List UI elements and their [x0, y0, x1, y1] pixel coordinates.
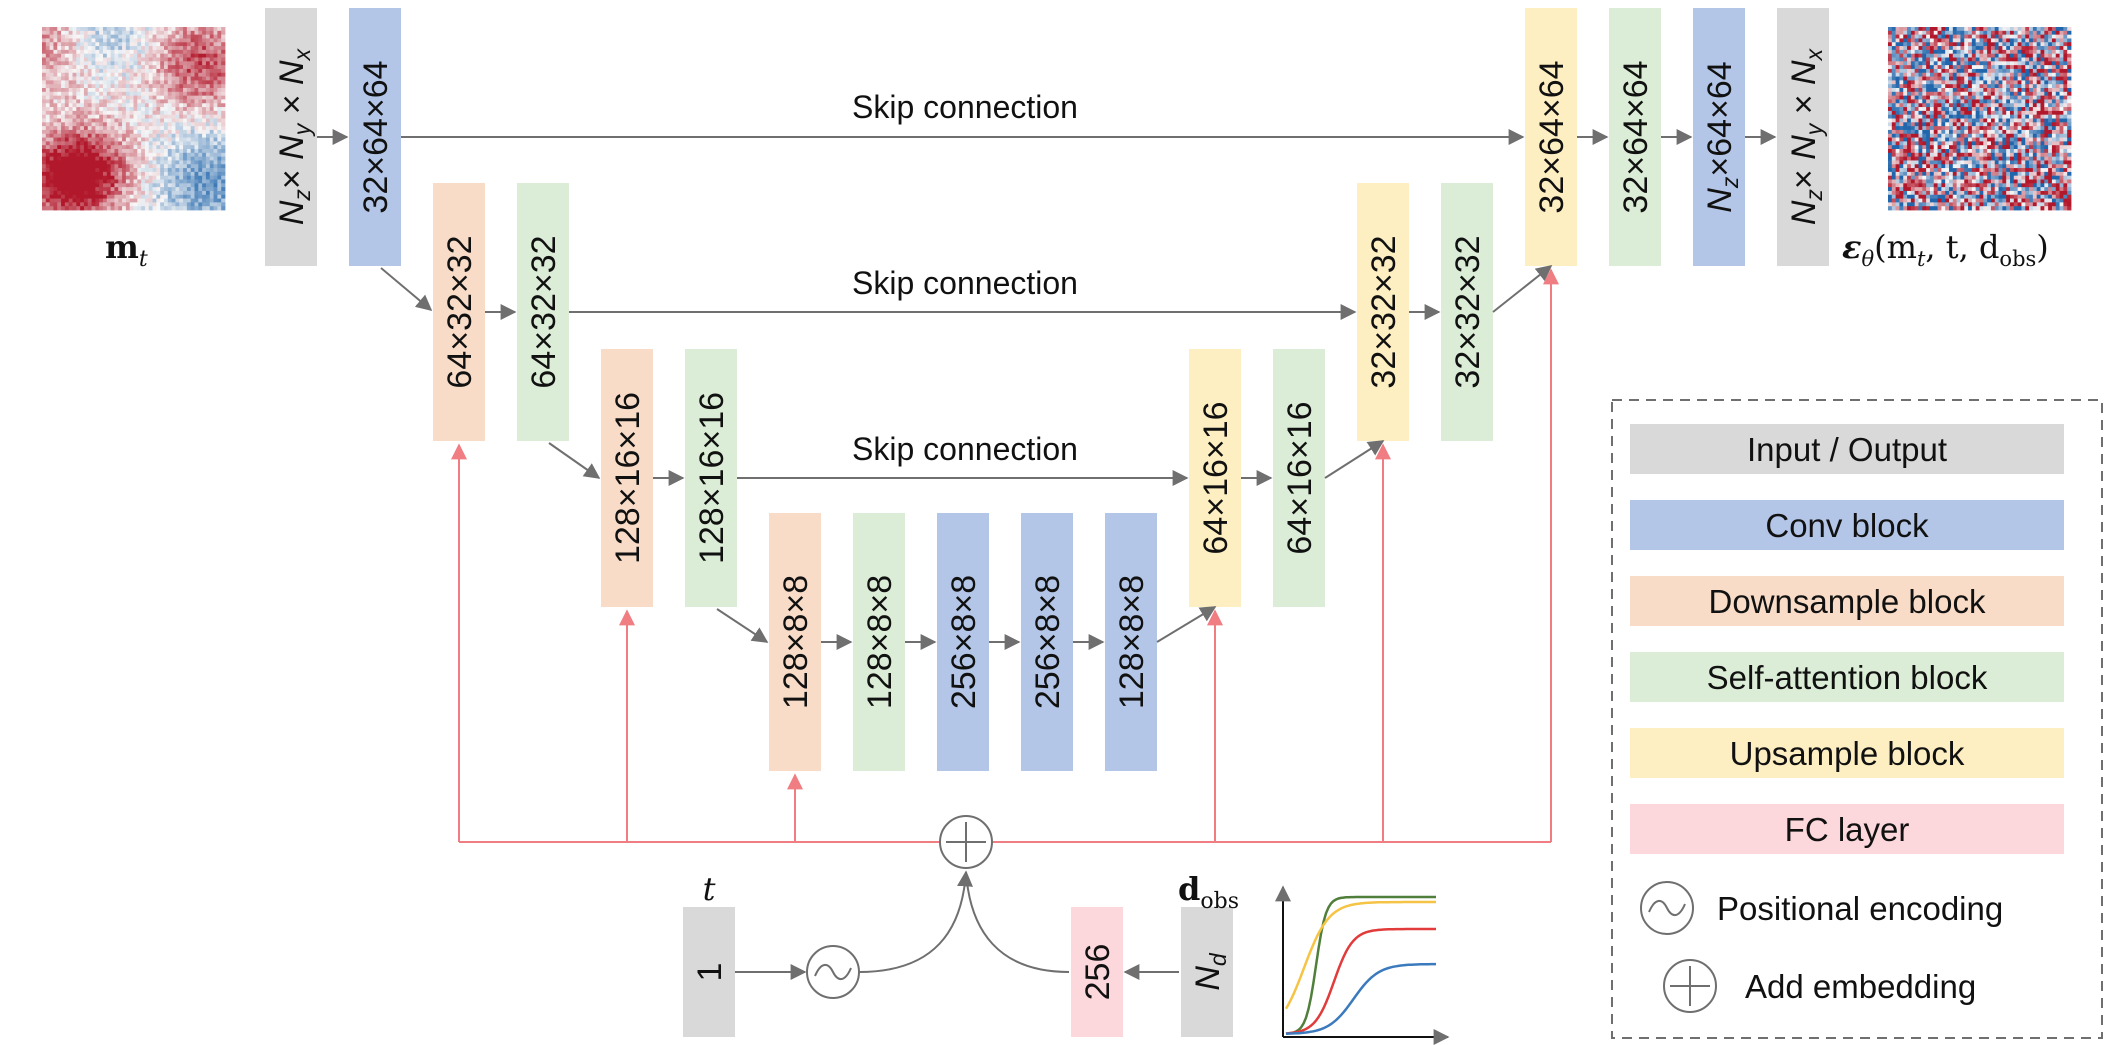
input-label: mt: [105, 228, 148, 272]
input-field-image: [42, 27, 226, 211]
skip-connection-label-1: Skip connection: [852, 89, 1078, 125]
attention-1-label: 64×32×32: [525, 235, 563, 388]
upsample-block-2: [1357, 183, 1409, 441]
self-attention-block-1: [517, 183, 569, 441]
mid-conv-block-1: [937, 513, 989, 771]
mid-conv-1-label: 256×8×8: [945, 575, 983, 709]
output-dims-label: Nz× Ny × Nx: [1785, 47, 1827, 225]
legend-swatch-fc: [1630, 804, 2064, 854]
time-label: t: [703, 870, 716, 908]
observation-curve: [1284, 900, 1436, 1010]
observation-curve: [1285, 927, 1436, 1035]
data-flow-arrows: [317, 129, 1777, 980]
positional-encoding-node: [806, 945, 860, 999]
legend-swatch-self-attention: [1630, 652, 2064, 702]
observation-curve: [1285, 962, 1436, 1035]
downsample-block-3: [769, 513, 821, 771]
mid-conv-3-label: 128×8×8: [1113, 575, 1151, 709]
decoder-attention-block-1: [1609, 8, 1661, 266]
legend-label-upsample: Upsample block: [1730, 735, 1965, 772]
downsample-block-1: [433, 183, 485, 441]
downsample-3-label: 128×8×8: [777, 575, 815, 709]
legend-swatch-downsample: [1630, 576, 2064, 626]
upsample-block-3: [1189, 349, 1241, 607]
decoder-attention-1-label: 32×64×64: [1617, 60, 1655, 213]
skip-connection-label-3: Skip connection: [852, 431, 1078, 467]
legend-label-downsample: Downsample block: [1709, 583, 1986, 620]
legend-label-self-attention: Self-attention block: [1707, 659, 1988, 696]
output-block: [1777, 8, 1829, 266]
self-attention-block-3: [853, 513, 905, 771]
decoder-attention-block-2: [1441, 183, 1493, 441]
decoder-attention-block-3: [1273, 349, 1325, 607]
output-conv-label: Nz×64×64: [1701, 61, 1743, 212]
input-block: [265, 8, 317, 266]
input-dims-label: Nz× Ny × Nx: [273, 47, 315, 225]
encoder-conv-label: 32×64×64: [357, 60, 395, 213]
dobs-label: dobs: [1178, 870, 1239, 914]
legend-swatch-conv: [1630, 500, 2064, 550]
mid-conv-block-3: [1105, 513, 1157, 771]
upsample-3-label: 64×16×16: [1197, 401, 1235, 554]
legend-swatch-input-output: [1630, 424, 2064, 474]
legend-positional-encoding-icon: [1640, 881, 1694, 935]
upsample-block-1: [1525, 8, 1577, 266]
attention-2-label: 128×16×16: [693, 392, 731, 564]
downsample-block-2: [601, 349, 653, 607]
skip-connection-label-2: Skip connection: [852, 265, 1078, 301]
fc-layer-block: [1071, 907, 1123, 1037]
downsample-1-label: 64×32×32: [441, 235, 479, 388]
output-label: εθ(mt, t, dobs): [1842, 228, 2049, 271]
legend-add-embedding-icon: [1663, 959, 1717, 1013]
output-noise-image: [1888, 27, 2072, 211]
mid-conv-2-label: 256×8×8: [1029, 575, 1067, 709]
self-attention-block-2: [685, 349, 737, 607]
observation-curve: [1285, 895, 1436, 1035]
legend-label-positional-encoding: Positional encoding: [1717, 890, 2003, 927]
time-input-block: [683, 907, 735, 1037]
dobs-dims-label: Nd: [1189, 952, 1231, 991]
mid-conv-block-2: [1021, 513, 1073, 771]
embedding-arrows: [451, 268, 1559, 843]
attention-3-label: 128×8×8: [861, 575, 899, 709]
dobs-input-block: [1181, 907, 1233, 1037]
legend-swatch-upsample: [1630, 728, 2064, 778]
observation-curves-plot: [1275, 885, 1450, 1045]
output-conv-block: [1693, 8, 1745, 266]
legend-label-conv: Conv block: [1765, 507, 1929, 544]
upsample-1-label: 32×64×64: [1533, 60, 1571, 213]
legend-label-input-output: Input / Output: [1747, 431, 1947, 468]
encoder-conv-block: [349, 8, 401, 266]
fc-layer-label: 256: [1079, 944, 1117, 1001]
time-input-label: 1: [691, 963, 729, 982]
upsample-2-label: 32×32×32: [1365, 235, 1403, 388]
legend-label-add-embedding: Add embedding: [1745, 968, 1976, 1005]
add-embedding-node: [939, 815, 993, 869]
downsample-2-label: 128×16×16: [609, 392, 647, 564]
decoder-attention-3-label: 64×16×16: [1281, 401, 1319, 554]
legend-label-fc: FC layer: [1785, 811, 1910, 848]
decoder-attention-2-label: 32×32×32: [1449, 235, 1487, 388]
legend-box: [1611, 399, 2103, 1039]
